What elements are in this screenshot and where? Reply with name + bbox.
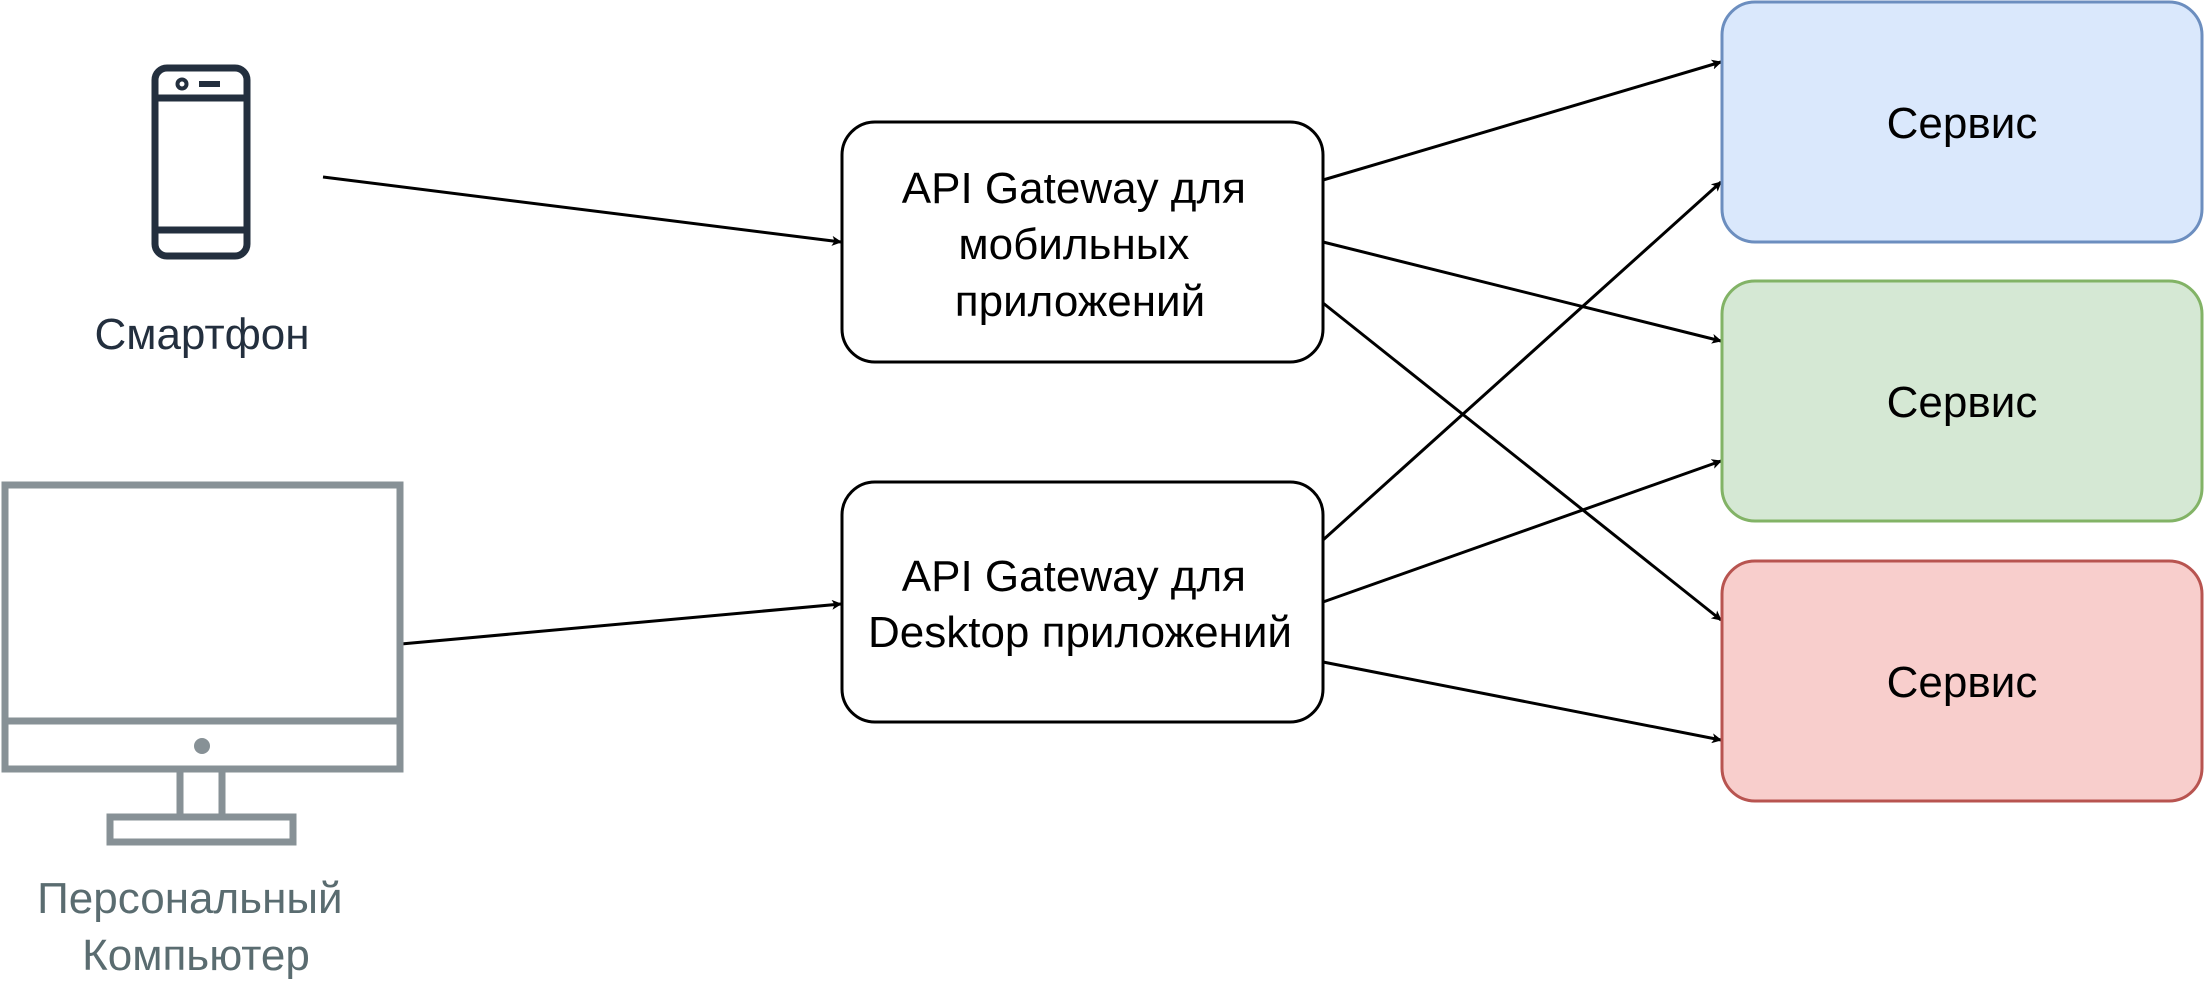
pc-label-line-2: Компьютер <box>82 931 310 980</box>
gateway-desktop-label-line-2: Desktop приложений <box>868 608 1292 657</box>
service-1-label: Сервис <box>1887 99 2038 148</box>
service-2[interactable]: Сервис <box>1720 279 2204 523</box>
pc-label: Персональный Компьютер <box>37 874 355 980</box>
gateway-desktop-label-line-1: API Gateway для <box>902 552 1246 601</box>
pc-device[interactable]: Персональный Компьютер <box>1 481 404 980</box>
edge-gateway-desktop-to-service-2 <box>1322 459 1722 604</box>
gateway-desktop-label: API Gateway для Desktop приложений <box>868 552 1292 657</box>
desktop-computer-icon <box>1 481 404 846</box>
service-1-box <box>1720 0 2204 244</box>
smartphone-label: Смартфон <box>94 310 309 359</box>
smartphone-device[interactable]: Смартфон <box>94 64 310 359</box>
smartphone-icon <box>151 64 251 260</box>
edge-gateway-mobile-to-service-2 <box>1322 240 1722 344</box>
edge-gateway-mobile-to-service-1 <box>1322 59 1722 182</box>
service-3-label: Сервис <box>1887 658 2038 707</box>
pc-label-line-1: Персональный <box>37 874 342 923</box>
connections <box>322 59 1723 744</box>
edge-pc-to-gateway-desktop <box>400 599 842 646</box>
gateway-mobile-label: API Gateway для мобильных приложений <box>902 164 1258 326</box>
edge-gateway-desktop-to-service-3 <box>1322 660 1722 744</box>
gateway-mobile[interactable]: API Gateway для мобильных приложений <box>840 120 1325 364</box>
service-3-box <box>1720 559 2204 803</box>
gateway-mobile-label-line-1: API Gateway для <box>902 164 1246 213</box>
gateway-mobile-label-line-2: мобильных <box>958 220 1189 269</box>
gateway-desktop-box <box>840 480 1325 724</box>
edge-smartphone-to-gateway-mobile <box>322 175 842 246</box>
gateway-mobile-box <box>840 120 1325 364</box>
service-2-label: Сервис <box>1887 378 2038 427</box>
gateway-desktop[interactable]: API Gateway для Desktop приложений <box>840 480 1325 724</box>
gateway-mobile-label-line-3: приложений <box>955 277 1205 326</box>
edge-gateway-mobile-to-service-3 <box>1322 301 1722 622</box>
service-1[interactable]: Сервис <box>1720 0 2204 244</box>
service-3[interactable]: Сервис <box>1720 559 2204 803</box>
service-2-box <box>1720 279 2204 523</box>
edge-gateway-desktop-to-service-1 <box>1321 180 1723 542</box>
